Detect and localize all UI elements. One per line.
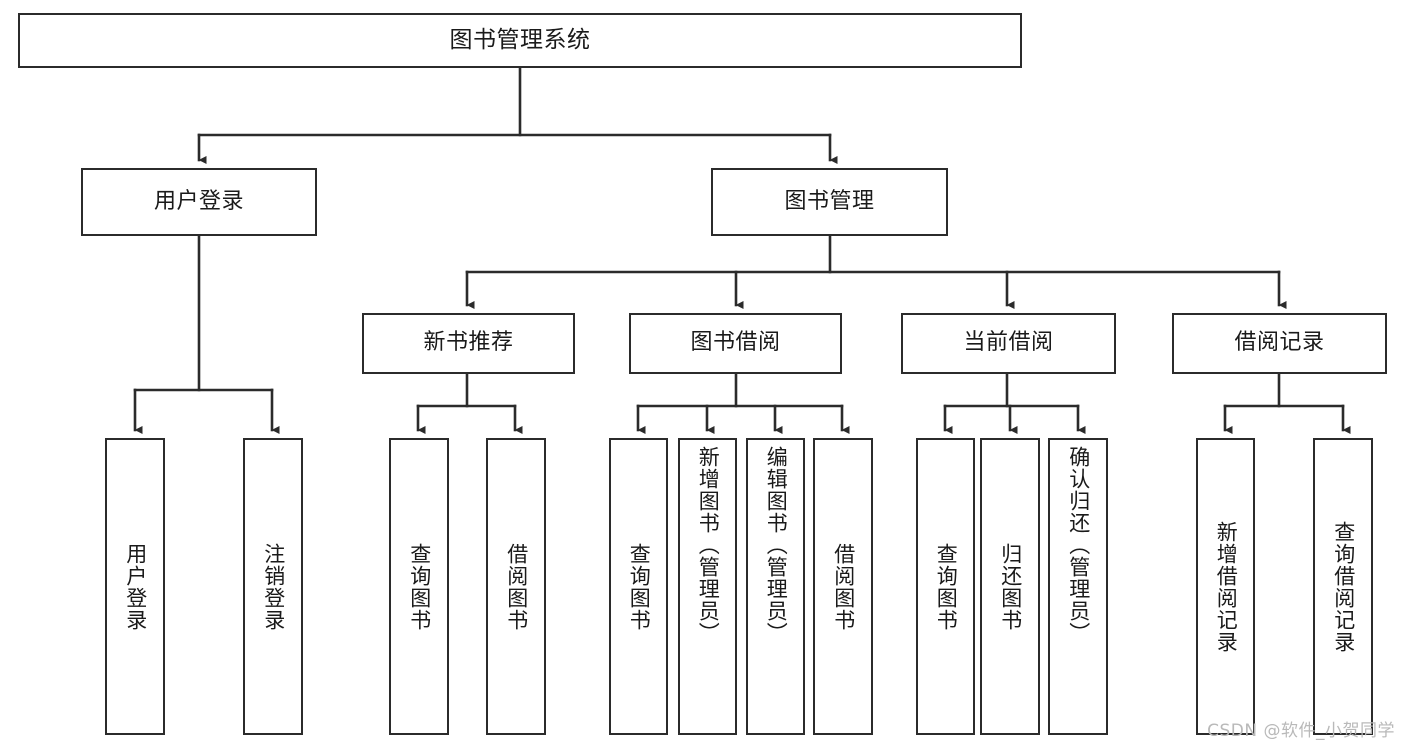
leaf-borrow-record-add-record[interactable]: 新增借阅记录	[1196, 438, 1255, 735]
leaf-borrow-record-query-record[interactable]: 查询借阅记录	[1313, 438, 1373, 735]
leaf-current-borrow-return-books[interactable]: 归还图书	[980, 438, 1040, 735]
node-label: 确认归还（管理员）	[1066, 446, 1091, 644]
node-label: 编辑图书（管理员）	[764, 446, 789, 644]
node-label: 用户登录	[123, 542, 148, 631]
node-label: 借阅图书	[504, 542, 529, 631]
node-label: 归还图书	[998, 542, 1023, 631]
node-label: 新书推荐	[423, 330, 514, 356]
node-label: 借阅记录	[1234, 330, 1325, 356]
node-label: 查询图书	[407, 542, 432, 631]
node-book-borrowing[interactable]: 图书借阅	[629, 313, 842, 374]
node-label: 查询图书	[627, 542, 652, 631]
node-label: 用户登录	[153, 188, 244, 214]
node-user-login[interactable]: 用户登录	[81, 168, 317, 236]
leaf-new-book-borrow-books[interactable]: 借阅图书	[486, 438, 546, 735]
leaf-book-borrow-edit-book-admin[interactable]: 编辑图书（管理员）	[746, 438, 805, 735]
leaf-user-login-logout[interactable]: 注销登录	[243, 438, 303, 735]
node-borrowing-record[interactable]: 借阅记录	[1172, 313, 1387, 374]
node-book-management[interactable]: 图书管理	[711, 168, 948, 236]
leaf-book-borrow-query-books[interactable]: 查询图书	[609, 438, 668, 735]
leaf-current-borrow-confirm-return-admin[interactable]: 确认归还（管理员）	[1048, 438, 1108, 735]
node-label: 图书管理	[784, 188, 875, 214]
node-new-book-recommendation[interactable]: 新书推荐	[362, 313, 575, 374]
node-label: 图书借阅	[690, 330, 781, 356]
node-label: 注销登录	[261, 542, 286, 631]
node-label: 新增图书（管理员）	[696, 446, 721, 644]
leaf-book-borrow-borrow-books[interactable]: 借阅图书	[813, 438, 873, 735]
node-label: 借阅图书	[831, 542, 856, 631]
leaf-book-borrow-add-book-admin[interactable]: 新增图书（管理员）	[678, 438, 737, 735]
node-root-book-management-system[interactable]: 图书管理系统	[18, 13, 1022, 68]
node-label: 图书管理系统	[449, 26, 591, 53]
leaf-current-borrow-query-books[interactable]: 查询图书	[916, 438, 975, 735]
leaf-user-login-login[interactable]: 用户登录	[105, 438, 165, 735]
node-label: 查询借阅记录	[1331, 520, 1356, 653]
node-label: 查询图书	[934, 542, 959, 631]
node-label: 当前借阅	[963, 330, 1054, 356]
leaf-new-book-query-books[interactable]: 查询图书	[389, 438, 449, 735]
node-label: 新增借阅记录	[1214, 520, 1239, 653]
node-current-borrowing[interactable]: 当前借阅	[901, 313, 1116, 374]
